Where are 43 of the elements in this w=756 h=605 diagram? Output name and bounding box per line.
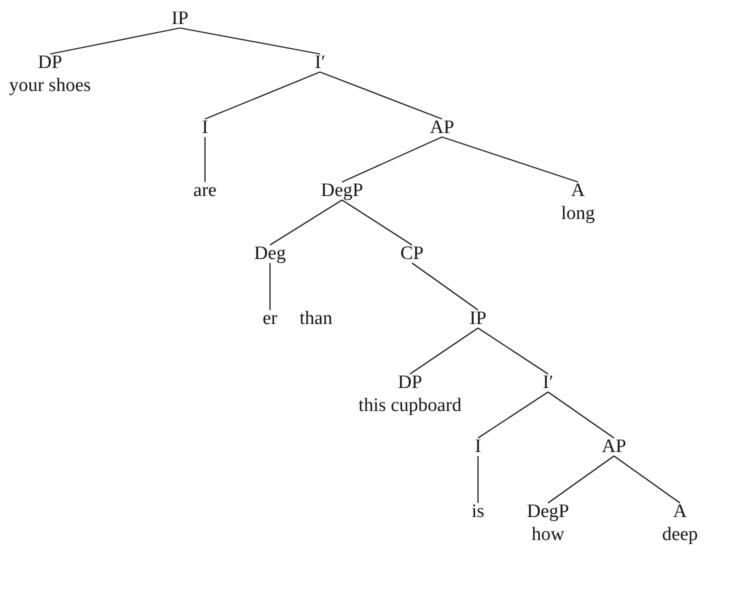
- word-label: how: [530, 523, 566, 546]
- tree-node-label: IP: [470, 307, 486, 330]
- tree-node-label: I: [202, 116, 208, 139]
- word-label: than: [300, 307, 332, 330]
- tree-node-label: AP: [602, 435, 626, 458]
- tree-node-label: A: [672, 500, 688, 523]
- tree-branch: [204, 137, 206, 182]
- tree-node-label: IP: [172, 7, 188, 30]
- tree-branch: [342, 136, 442, 182]
- tree-node-label: er: [262, 307, 278, 330]
- tree-branch: [410, 328, 478, 374]
- word-label: your shoes: [9, 74, 91, 97]
- tree-branch: [269, 263, 271, 310]
- tree-branch: [477, 456, 479, 503]
- tree-branch: [548, 392, 614, 438]
- word-label: this cupboard: [358, 394, 462, 417]
- tree-branch: [204, 72, 320, 120]
- tree-node-label: DP: [396, 371, 424, 394]
- tree-branch: [478, 392, 548, 438]
- tree-branch: [320, 71, 442, 120]
- tree-node-label: are: [193, 179, 217, 202]
- tree-branch: [614, 456, 680, 504]
- tree-branch: [342, 200, 412, 246]
- tree-branch: [548, 456, 614, 504]
- tree-branch: [412, 262, 478, 310]
- tree-node-label: DegP: [320, 179, 364, 202]
- tree-branch: [442, 136, 578, 183]
- tree-node-label: I′: [542, 371, 554, 394]
- tree-branch: [50, 27, 180, 55]
- tree-node-label: I: [474, 435, 482, 458]
- tree-node-label: I′: [314, 51, 326, 74]
- word-label: deep: [662, 523, 698, 546]
- tree-node-label: A: [570, 179, 586, 202]
- tree-branch: [478, 328, 548, 374]
- word-label: long: [561, 202, 595, 225]
- tree-node-label: DP: [36, 51, 64, 74]
- tree-branch: [180, 27, 320, 55]
- tree-node-label: DegP: [526, 500, 570, 523]
- tree-branch: [270, 200, 342, 246]
- tree-node-label: AP: [430, 116, 454, 139]
- tree-node-label: CP: [400, 242, 424, 265]
- tree-node-label: Deg: [254, 242, 286, 265]
- tree-node-label: is: [472, 500, 484, 523]
